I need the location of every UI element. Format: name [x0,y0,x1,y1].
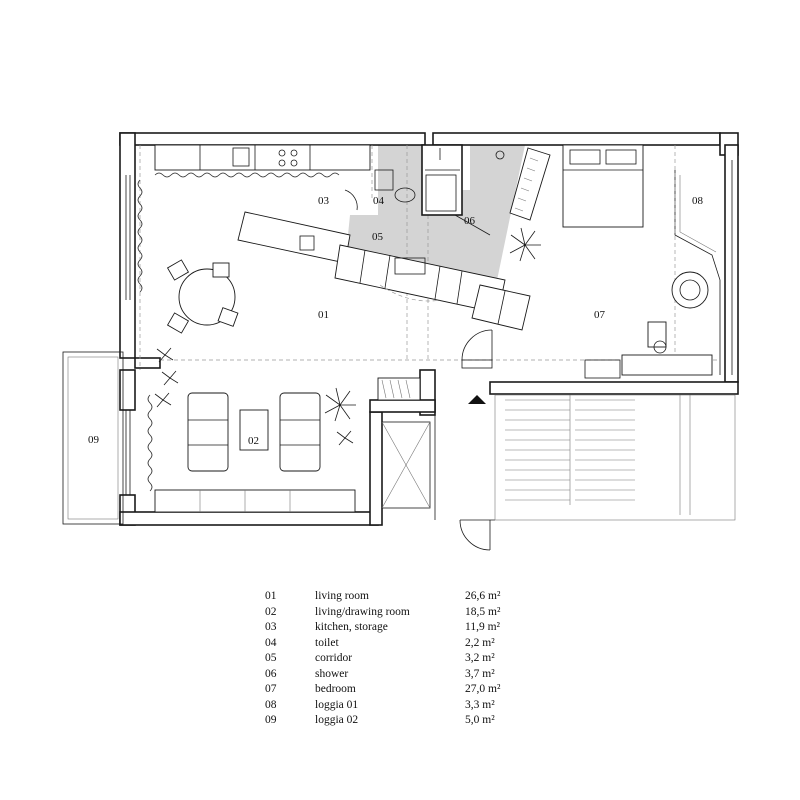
diagonal-island [237,211,531,331]
wet-fixtures [344,144,505,236]
room-labels: 01 02 03 04 05 06 07 08 09 [88,195,704,447]
room-label-06: 06 [464,215,476,227]
room-label-03: 03 [318,195,330,207]
entrance [434,329,495,551]
outer-walls [119,132,739,526]
room-label-01: 01 [318,309,329,321]
legend-room-name: toilet [315,636,339,649]
legend-number: 09 [265,714,277,726]
legend-area: 27,0 m² [465,683,501,695]
legend-room-name: living/drawing room [315,605,410,618]
legend-area: 18,5 m² [465,605,501,618]
legend-number: 02 [265,605,277,618]
windows [125,160,733,495]
legend-room-name: shower [315,667,349,680]
legend-area: 3,3 m² [465,698,495,711]
storage [377,377,431,509]
legend-room-name: loggia 01 [315,698,359,711]
wardrobe [509,147,551,221]
legend-number: 05 [265,652,277,664]
armchair [671,271,709,309]
legend-area: 2,2 m² [465,636,495,649]
legend-room-name: corridor [315,652,353,664]
room-label-07: 07 [594,309,606,321]
dining-table [166,259,239,334]
legend-area: 26,6 m² [465,590,501,602]
room-label-08: 08 [692,195,704,207]
legend-number: 04 [265,636,277,649]
plants [154,227,541,446]
legend-number: 08 [265,698,277,711]
legend-number: 03 [265,621,277,633]
legend-number: 06 [265,667,277,680]
bed [562,144,644,228]
legend-number: 07 [265,683,277,695]
entrance-arrow-icon [468,395,486,404]
kitchen-counter [137,144,371,293]
room-label-02: 02 [248,435,259,447]
legend-room-name: living room [315,590,369,602]
legend-number: 01 [265,590,277,602]
loggia-01 [674,170,721,375]
legend-room-name: kitchen, storage [315,621,388,633]
legend-area: 3,7 m² [465,667,495,680]
room-label-05: 05 [372,231,384,243]
wet-zone-fill [345,145,525,290]
legend-area: 11,9 m² [465,621,500,633]
legend-area: 3,2 m² [465,652,495,664]
sofas [147,392,356,513]
room-label-09: 09 [88,434,100,446]
desk [584,321,713,379]
legend-room-name: bedroom [315,683,356,695]
room-label-04: 04 [373,195,385,207]
legend-room-name: loggia 02 [315,714,359,726]
stairwell [494,394,736,521]
loggia-02 [62,351,124,525]
room-legend: 01 living room 26,6 m² 02 living/drawing… [265,590,535,740]
legend-area: 5,0 m² [465,714,495,726]
